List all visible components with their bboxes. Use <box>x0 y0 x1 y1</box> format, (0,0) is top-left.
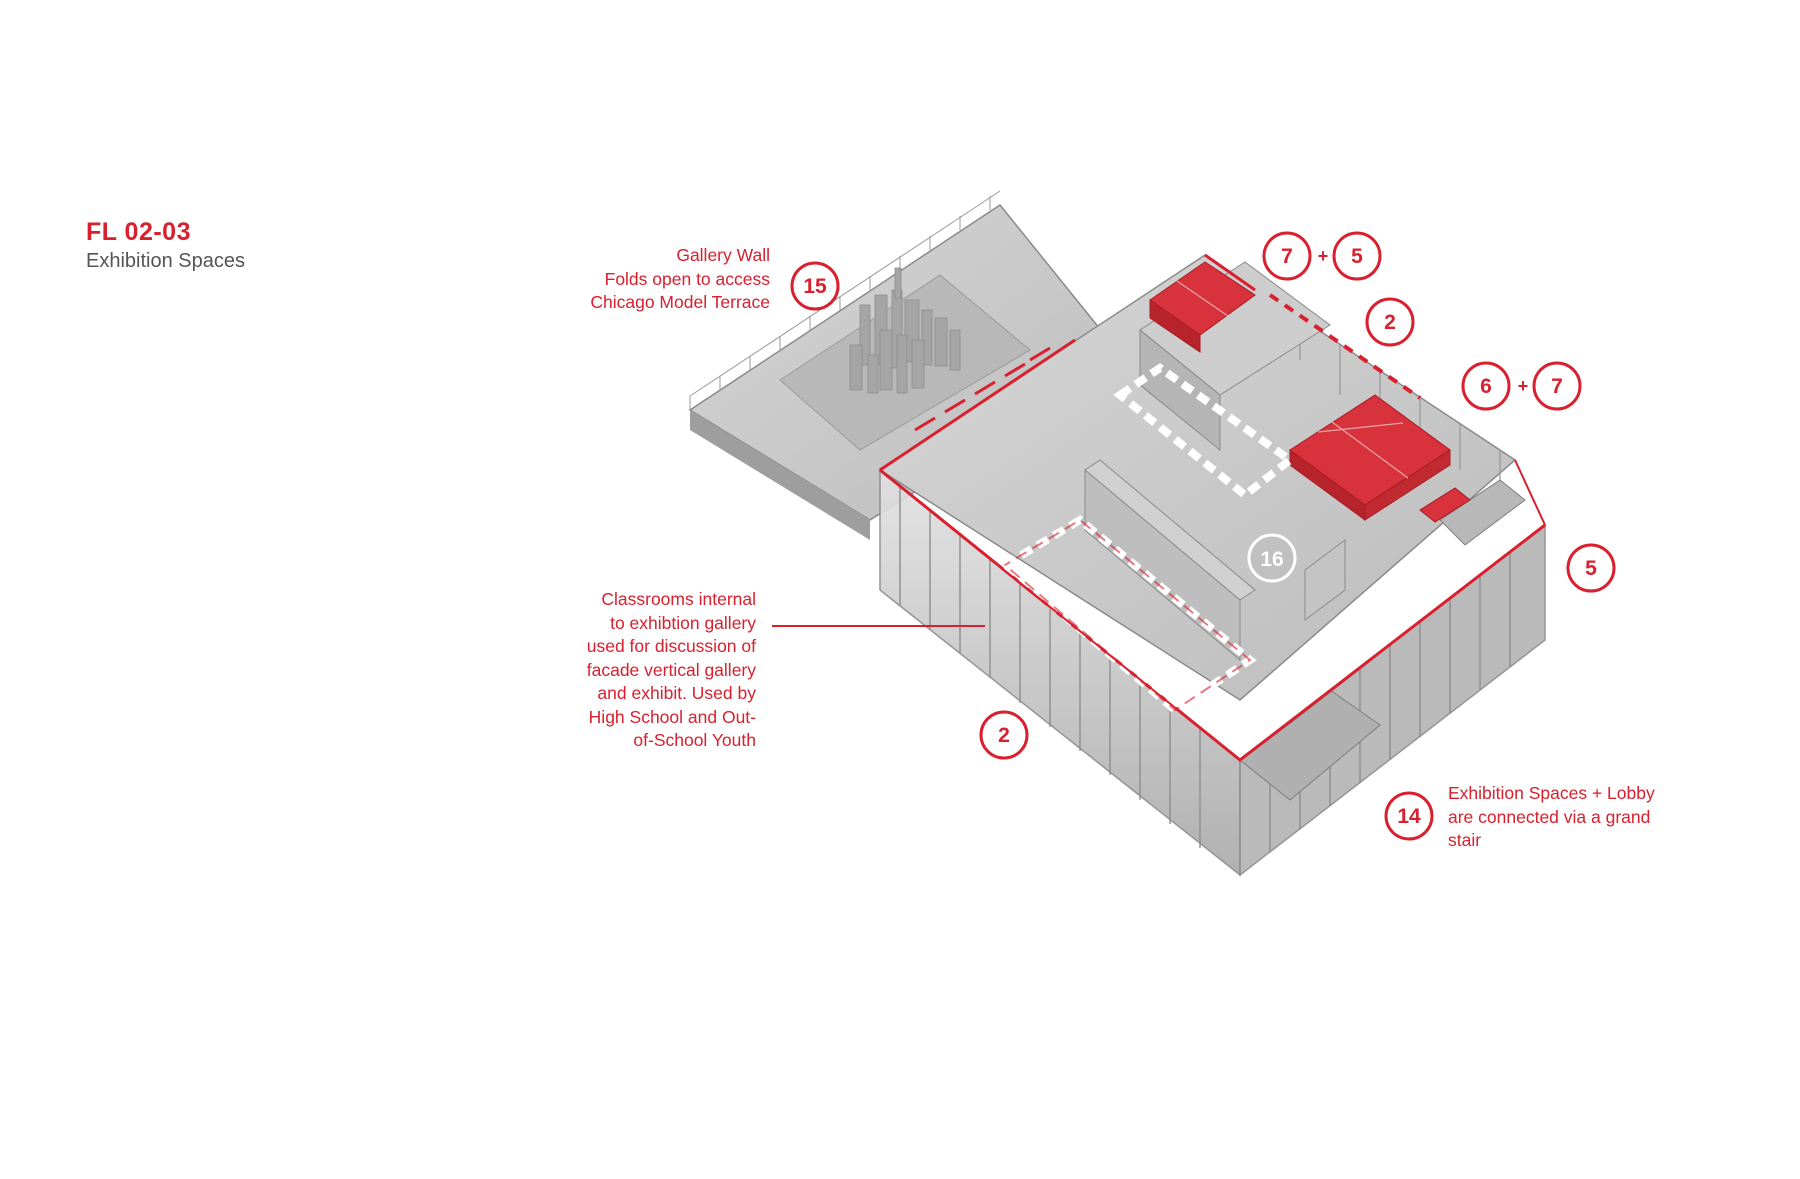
grand-stair-annotation: Exhibition Spaces + Lobby are connected … <box>1448 782 1708 853</box>
badge-6-plus-7: 6 + 7 <box>1461 361 1582 411</box>
badge-label: 7 <box>1551 375 1563 398</box>
annotation-line: and exhibit. Used by <box>597 683 756 703</box>
gallery-wall-annotation: Gallery Wall Folds open to access Chicag… <box>540 244 770 315</box>
annotation-line: Gallery Wall <box>676 245 770 265</box>
page-subtitle: Exhibition Spaces <box>86 250 245 272</box>
plus-sign: + <box>1318 246 1329 266</box>
annotation-line: Classrooms internal <box>601 589 756 609</box>
badge-label: 15 <box>803 275 827 298</box>
badge-label: 6 <box>1480 375 1492 398</box>
badge-15: 15 <box>790 261 840 311</box>
badge-label: 16 <box>1260 548 1283 571</box>
badge-2-top: 2 <box>1365 297 1415 347</box>
zone-outlines <box>879 253 1546 762</box>
annotation-line: Exhibition Spaces + Lobby <box>1448 783 1655 803</box>
badge-label: 2 <box>998 724 1010 747</box>
badge-2-bottom: 2 <box>979 710 1029 760</box>
annotation-line: Folds open to access <box>604 268 770 289</box>
annotation-line: used for discussion of <box>586 636 756 656</box>
badge-label: 5 <box>1585 557 1597 580</box>
annotation-line: Chicago Model Terrace <box>590 292 770 312</box>
annotation-line: are connected via a grand <box>1448 806 1651 827</box>
main-building <box>878 254 1546 877</box>
badge-16: 16 <box>1247 533 1297 583</box>
classrooms-annotation: Classrooms internal to exhibtion gallery… <box>500 588 756 753</box>
annotation-line: facade vertical gallery <box>586 659 756 680</box>
annotation-line: High School and Out- <box>588 706 756 727</box>
badge-label: 14 <box>1397 805 1421 828</box>
annotation-line: of-School Youth <box>633 730 756 750</box>
badge-14: 14 <box>1384 791 1434 841</box>
plus-sign: + <box>1518 376 1529 396</box>
annotation-line: to exhibtion gallery <box>610 612 756 633</box>
badge-label: 2 <box>1384 311 1396 334</box>
badge-7-plus-5: 7 + 5 <box>1262 231 1382 281</box>
badge-label: 5 <box>1351 245 1363 268</box>
annotation-line: stair <box>1448 830 1482 850</box>
chicago-model-terrace <box>688 190 1127 540</box>
badge-5-right: 5 <box>1566 543 1616 593</box>
badge-label: 7 <box>1281 245 1293 268</box>
page-title: FL 02-03 <box>86 218 191 246</box>
